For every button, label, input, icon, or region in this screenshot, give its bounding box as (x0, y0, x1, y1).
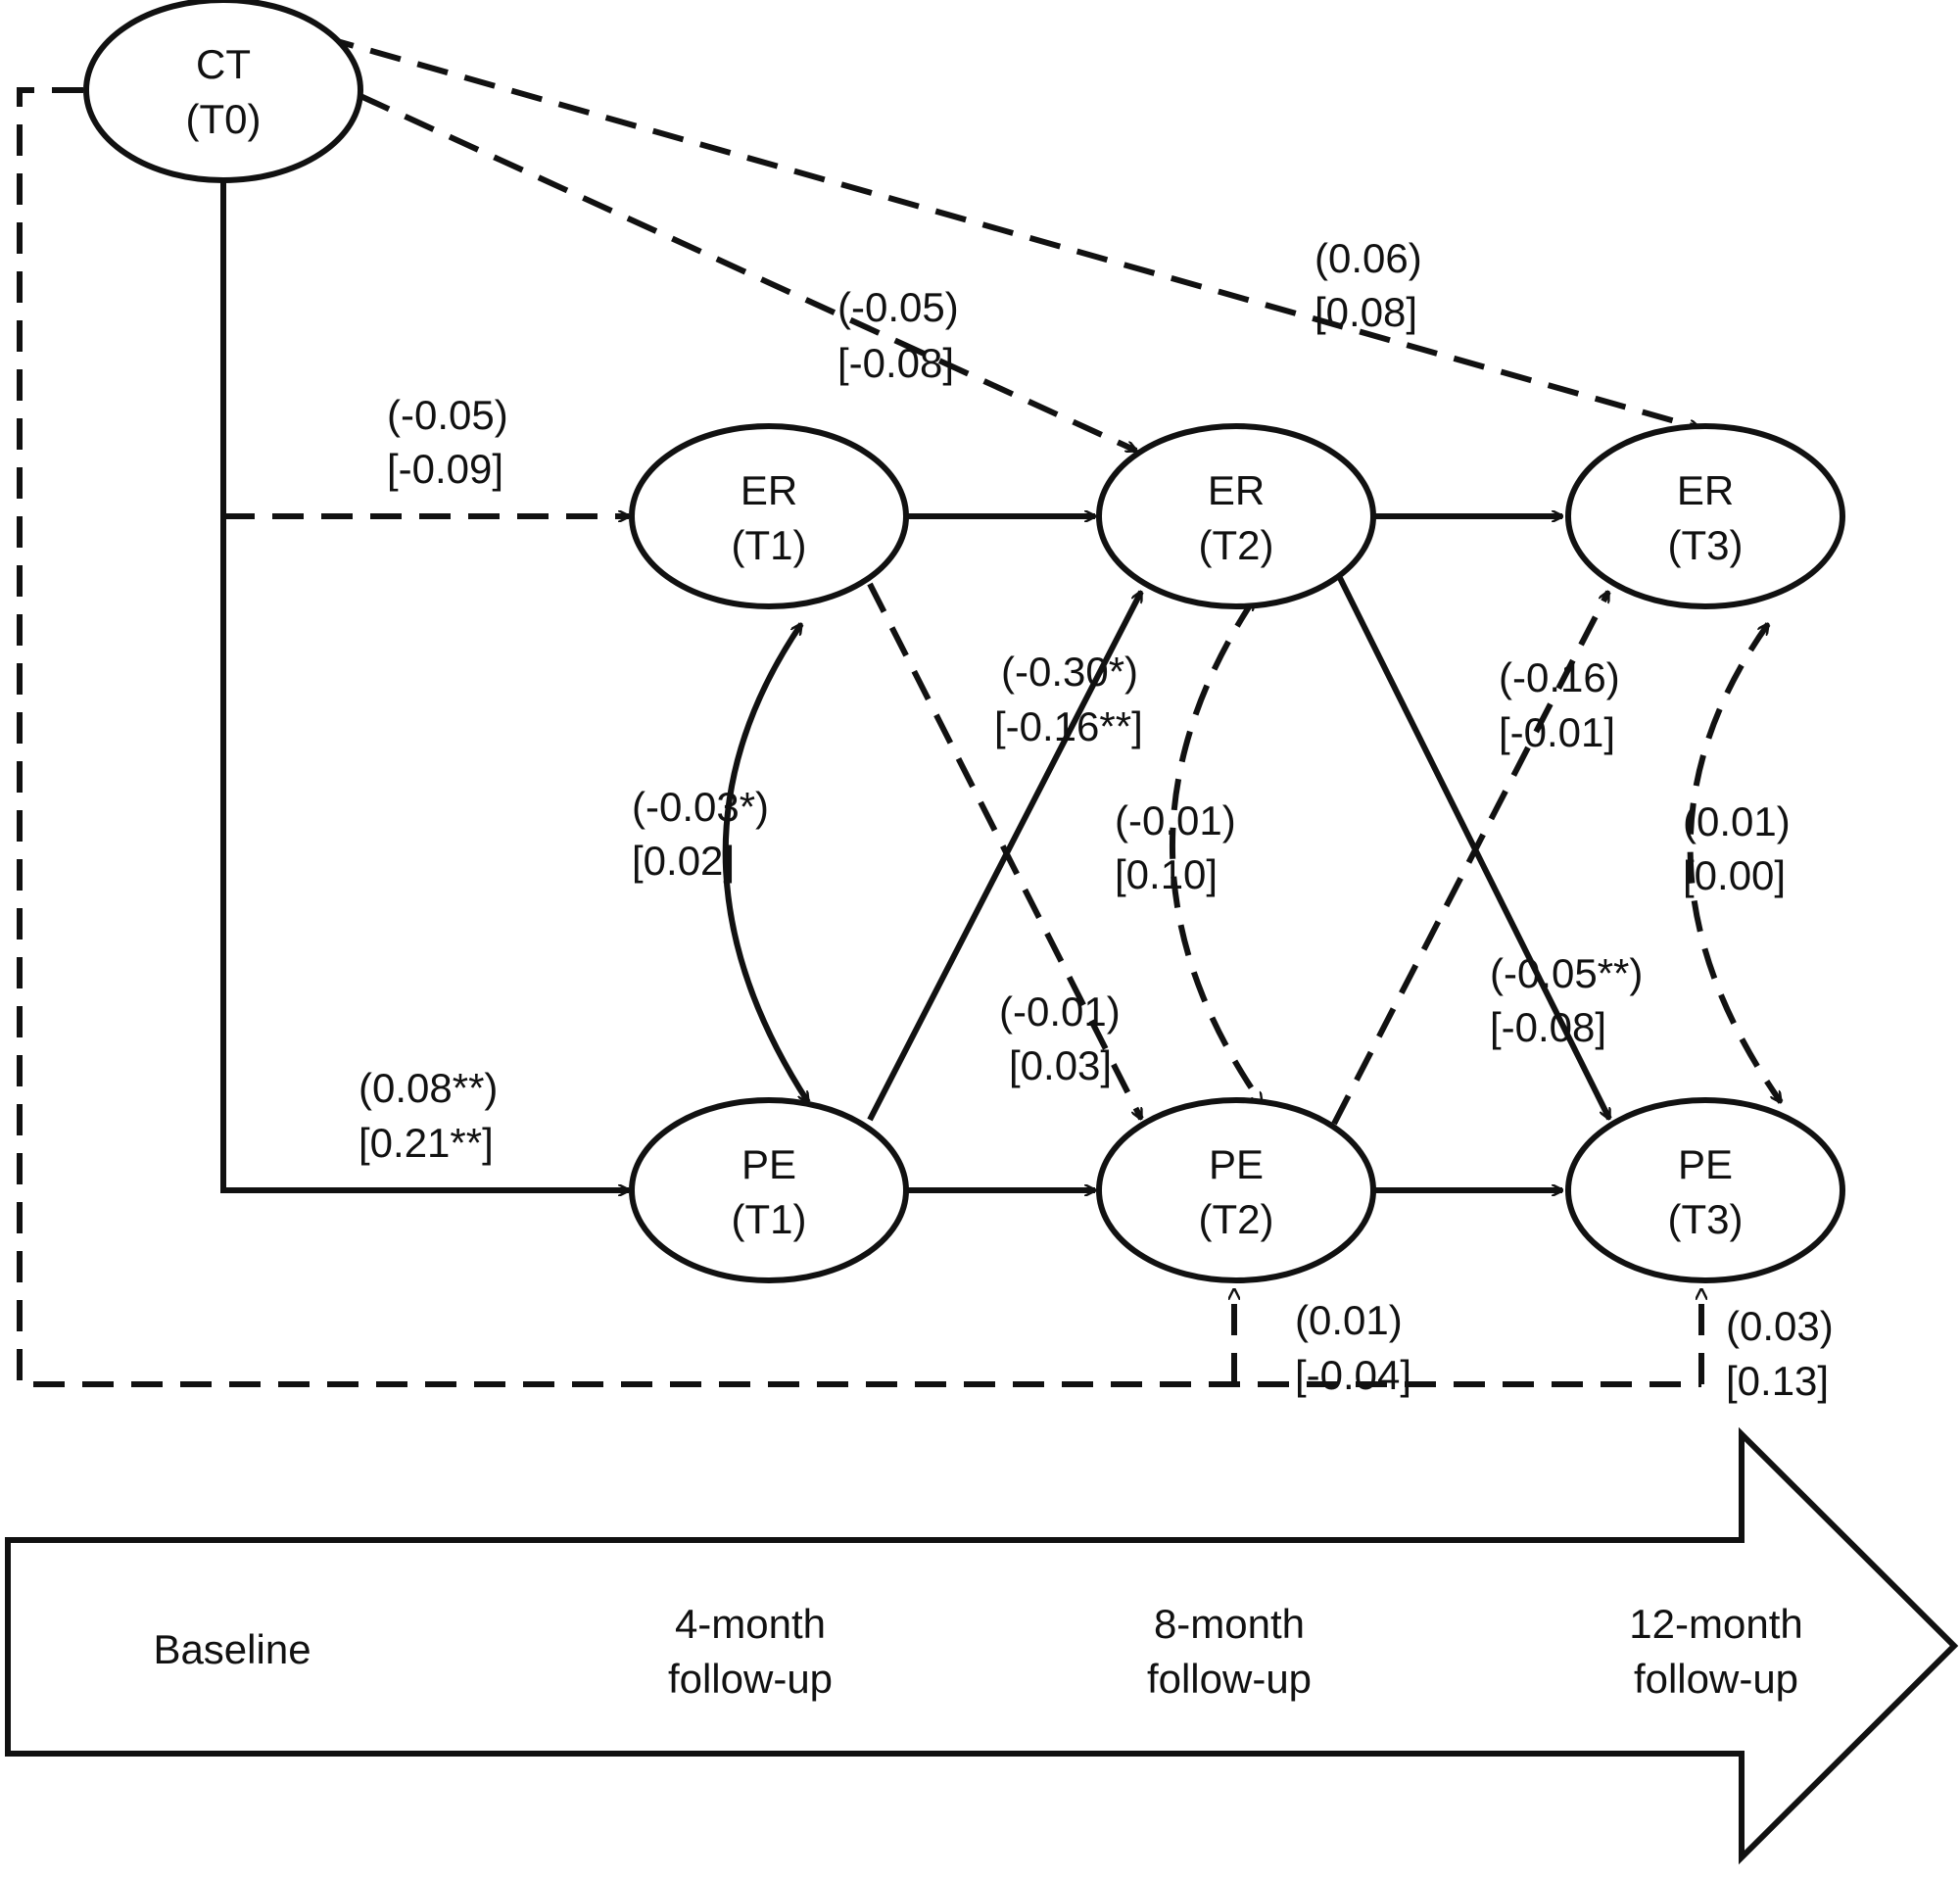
path-er3-pe3 (1687, 624, 1784, 1102)
node-pe-t1 (629, 1097, 909, 1283)
timeline-12month-line2: follow-up (1634, 1656, 1798, 1702)
timeline-4month-line1: 4-month (675, 1601, 826, 1647)
node-pe-t1-name: PE (741, 1141, 796, 1187)
coef-er2-pe3-a: (-0.05**) (1490, 950, 1643, 996)
coef-er3-pe3-a: (0.01) (1683, 798, 1791, 844)
coef-er1-pe1-b: [0.02] (632, 838, 735, 884)
node-pe-t3-time: (T3) (1668, 1196, 1744, 1242)
coef-pe2-er3-a: (-0.16) (1499, 654, 1620, 700)
coef-ct-pe1-a: (0.08**) (359, 1065, 498, 1111)
coef-ct-er3-a: (0.06) (1315, 235, 1422, 281)
node-er-t2-name: ER (1208, 467, 1265, 513)
coef-ct-pe3-b: [0.13] (1726, 1358, 1829, 1404)
coef-pe1-er2-b: [-0.16**] (994, 703, 1143, 749)
node-ct-t0-time: (T0) (186, 96, 262, 142)
node-er-t1-name: ER (741, 467, 797, 513)
coef-ct-er2-b: [-0.08] (837, 340, 954, 386)
path-er2-pe2 (1169, 600, 1265, 1103)
node-er-t1-time: (T1) (732, 522, 807, 568)
coef-ct-pe3-a: (0.03) (1726, 1303, 1834, 1349)
node-ct-t0 (83, 0, 363, 183)
node-er-t1 (629, 423, 909, 609)
coef-pe1-er2-a: (-0.30*) (1001, 649, 1138, 695)
coef-ct-er2-a: (-0.05) (837, 284, 959, 330)
path-er1-pe2 (867, 582, 1144, 1119)
timeline-arrow (5, 1426, 1959, 1865)
node-pe-t2 (1096, 1097, 1376, 1283)
coef-er2-pe2-b: [0.10] (1115, 851, 1218, 897)
coef-ct-er1-a: (-0.05) (387, 392, 508, 438)
coef-er3-pe3-b: [0.00] (1683, 852, 1786, 898)
coef-er1-pe1-a: (-0.03*) (632, 784, 769, 830)
node-pe-t3-name: PE (1678, 1141, 1733, 1187)
coef-ct-er1-b: [-0.09] (387, 446, 503, 492)
coef-er1-pe2-a: (-0.01) (999, 988, 1121, 1035)
timeline-4month-line2: follow-up (668, 1656, 833, 1702)
node-ct-t0-name: CT (196, 41, 251, 87)
node-pe-t2-time: (T2) (1199, 1196, 1274, 1242)
node-er-t3-name: ER (1677, 467, 1734, 513)
path-er1-pe1 (722, 624, 811, 1102)
coef-pe2-er3-b: [-0.01] (1499, 709, 1615, 755)
node-pe-t1-time: (T1) (732, 1196, 807, 1242)
coef-er2-pe2-a: (-0.01) (1115, 797, 1236, 843)
node-er-t2-time: (T2) (1199, 522, 1274, 568)
node-pe-t3 (1565, 1097, 1845, 1283)
path-ct-er3 (322, 34, 1699, 428)
timeline-8month-line1: 8-month (1154, 1601, 1305, 1647)
timeline-baseline: Baseline (153, 1626, 311, 1672)
node-er-t3-time: (T3) (1668, 522, 1744, 568)
timeline-8month-line2: follow-up (1147, 1656, 1312, 1702)
path-ct-left-loop (17, 87, 1701, 1387)
coef-er2-pe3-b: [-0.08] (1490, 1004, 1606, 1050)
coef-ct-pe1-b: [0.21**] (359, 1120, 494, 1166)
coef-ct-pe2-a: (0.01) (1295, 1297, 1403, 1343)
node-er-t2 (1096, 423, 1376, 609)
path-ct-er2 (359, 93, 1136, 454)
path-ct-pe1 (220, 182, 629, 1190)
node-pe-t2-name: PE (1209, 1141, 1264, 1187)
path-pe2-er3 (1331, 592, 1611, 1126)
coef-er1-pe2-b: [0.03] (1009, 1042, 1112, 1088)
coef-ct-pe2-b: [-0.04] (1295, 1352, 1411, 1398)
timeline-12month-line1: 12-month (1629, 1601, 1802, 1647)
node-er-t3 (1565, 423, 1845, 609)
coef-ct-er3-b: [0.08] (1315, 289, 1417, 335)
